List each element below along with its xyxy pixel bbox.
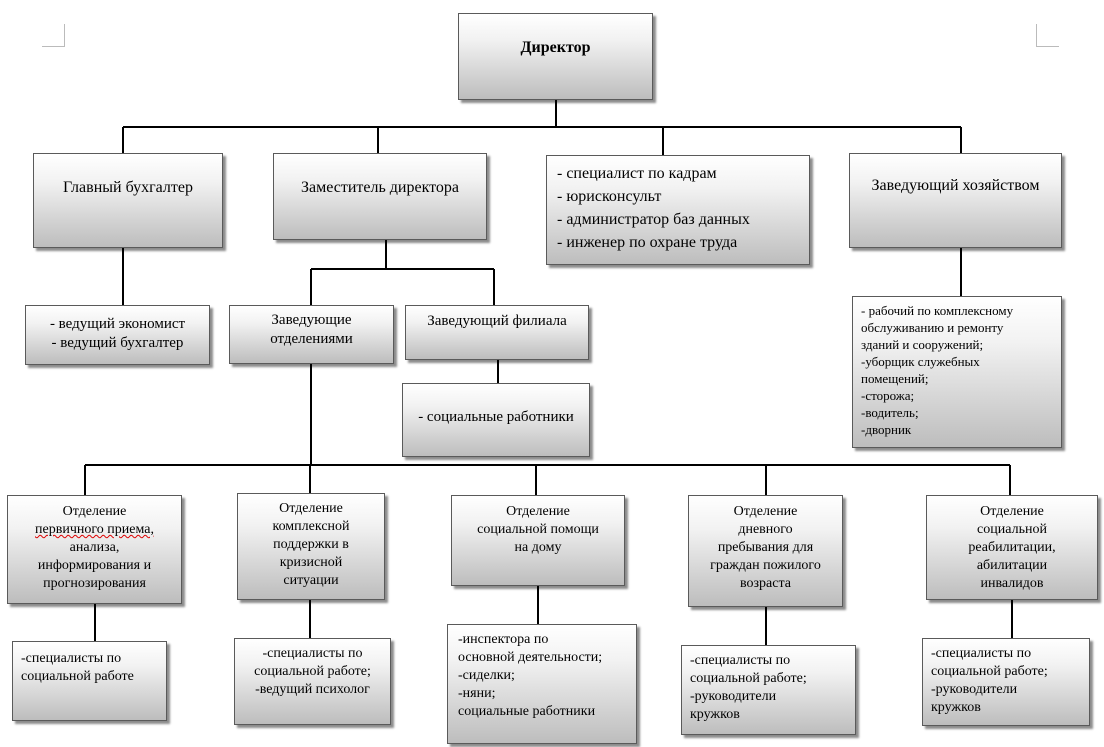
department-box-crisis-support: Отделение комплексной поддержки в кризис… bbox=[237, 493, 385, 600]
department-staff-item: -специалисты по bbox=[262, 646, 363, 661]
department-title-line: пребывания для bbox=[717, 540, 814, 555]
branch-staff-box: - социальные работники bbox=[402, 383, 590, 457]
department-title-line: прогнозирования bbox=[43, 576, 146, 591]
department-staff-item: -ведущий психолог bbox=[255, 682, 370, 697]
household-staff-item: -водитель; bbox=[861, 405, 919, 420]
branch-staff-label: - социальные работники bbox=[418, 409, 574, 425]
accounting-staff-item: - ведущий бухгалтер bbox=[51, 335, 184, 351]
page-corner-mark-top-left bbox=[42, 24, 65, 47]
department-staff-item: -инспектора по bbox=[458, 632, 549, 647]
head-of-branch-box: Заведующий филиала bbox=[405, 305, 589, 360]
department-staff-item: -сиделки; bbox=[458, 668, 515, 683]
specialist-item: - инженер по охране труда bbox=[557, 234, 738, 251]
head-of-household-label: Заведующий хозяйством bbox=[871, 177, 1040, 194]
household-staff-item: - рабочий по комплексному bbox=[861, 303, 1014, 318]
department-box-day-care: Отделение дневного пребывания для гражда… bbox=[688, 495, 843, 607]
department-staff-item: -руководители bbox=[931, 682, 1018, 697]
chief-accountant-label: Главный бухгалтер bbox=[63, 179, 193, 196]
department-title-line: комплексной bbox=[272, 519, 350, 534]
household-staff-item: -сторожа; bbox=[861, 388, 915, 403]
household-staff-item: -уборщик служебных bbox=[861, 354, 980, 369]
department-box-primary-reception: Отделение первичного приема, анализа, ин… bbox=[7, 495, 182, 604]
department-title-line: информирования и bbox=[37, 558, 152, 573]
department-staff-item: социальной работе; bbox=[931, 664, 1048, 679]
department-title-line: ситуации bbox=[283, 573, 339, 588]
department-staff-item: -няни; bbox=[458, 686, 496, 701]
department-staff-item: кружков bbox=[931, 700, 981, 715]
heads-of-departments-box: Заведующие отделениями bbox=[229, 305, 394, 364]
specialist-item: - специалист по кадрам bbox=[557, 165, 717, 182]
specialists-box: - специалист по кадрам - юрисконсульт - … bbox=[546, 155, 810, 265]
department-staff-item: социальной работе bbox=[21, 669, 134, 684]
specialist-item: - администратор баз данных bbox=[557, 211, 750, 228]
department-title-line: Отделение bbox=[980, 504, 1044, 519]
director-label: Директор bbox=[520, 39, 591, 56]
department-title-line: первичного приема, bbox=[35, 522, 154, 537]
department-title-line: социальной bbox=[977, 522, 1047, 537]
department-title-line: социальной помощи bbox=[477, 522, 599, 537]
department-staff-item: основной деятельности; bbox=[458, 650, 603, 665]
head-of-household-box: Заведующий хозяйством bbox=[849, 153, 1062, 248]
department-title-line: поддержки в bbox=[273, 537, 349, 552]
department-staff-box-crisis-support: -специалисты по социальной работе; -веду… bbox=[234, 638, 391, 725]
household-staff-item: зданий и сооружений; bbox=[861, 337, 984, 352]
household-staff-item: помещений; bbox=[861, 371, 929, 386]
department-staff-item: социальной работе; bbox=[690, 671, 807, 686]
department-title-line: Отделение bbox=[62, 504, 127, 519]
head-of-branch-label: Заведующий филиала bbox=[427, 313, 567, 329]
department-title-line: Отделение bbox=[733, 504, 798, 519]
chief-accountant-box: Главный бухгалтер bbox=[33, 153, 223, 248]
deputy-director-box: Заместитель директора bbox=[273, 153, 487, 240]
department-title-line: кризисной bbox=[279, 555, 343, 570]
department-title-line: инвалидов bbox=[980, 576, 1044, 591]
department-staff-item: -специалисты по bbox=[931, 646, 1032, 661]
department-title-line: на дому bbox=[514, 540, 562, 555]
department-staff-box-rehabilitation: -специалисты по социальной работе; -руко… bbox=[922, 638, 1090, 726]
department-staff-item: -специалисты по bbox=[21, 651, 122, 666]
department-staff-item: -руководители bbox=[690, 689, 777, 704]
household-staff-item: обслуживанию и ремонту bbox=[861, 320, 1004, 335]
department-staff-item: социальные работники bbox=[458, 704, 596, 719]
department-staff-item: -специалисты по bbox=[690, 653, 791, 668]
department-staff-box-day-care: -специалисты по социальной работе; -руко… bbox=[681, 645, 856, 735]
department-title-line: абилитации bbox=[976, 558, 1048, 573]
deputy-director-label: Заместитель директора bbox=[300, 179, 460, 196]
accounting-staff-box: - ведущий экономист - ведущий бухгалтер bbox=[25, 305, 210, 365]
department-title-line: анализа, bbox=[69, 540, 120, 555]
department-title-line: граждан пожилого bbox=[710, 558, 821, 573]
department-title-line: Отделение bbox=[279, 501, 343, 516]
department-title-line: Отделение bbox=[506, 504, 570, 519]
specialist-item: - юрисконсульт bbox=[557, 188, 662, 205]
heads-of-departments-label: Заведующие отделениями bbox=[270, 312, 353, 347]
household-staff-box: - рабочий по комплексному обслуживанию и… bbox=[852, 296, 1062, 448]
department-staff-item: кружков bbox=[690, 707, 740, 722]
department-staff-box-home-care: -инспектора по основной деятельности; -с… bbox=[447, 624, 637, 744]
department-staff-box-primary-reception: -специалисты по социальной работе bbox=[12, 641, 167, 721]
department-box-home-care: Отделение социальной помощи на дому bbox=[451, 495, 625, 586]
department-title-line: реабилитации, bbox=[968, 540, 1056, 555]
household-staff-item: -дворник bbox=[861, 422, 912, 437]
department-staff-item: социальной работе; bbox=[254, 664, 371, 679]
department-box-rehabilitation: Отделение социальной реабилитации, абили… bbox=[926, 495, 1098, 600]
director-box: Директор bbox=[458, 13, 653, 100]
department-title-line: дневного bbox=[738, 522, 793, 537]
accounting-staff-item: - ведущий экономист bbox=[49, 316, 186, 332]
department-title-line: возраста bbox=[740, 576, 791, 591]
page-corner-mark-top-right bbox=[1036, 24, 1059, 47]
